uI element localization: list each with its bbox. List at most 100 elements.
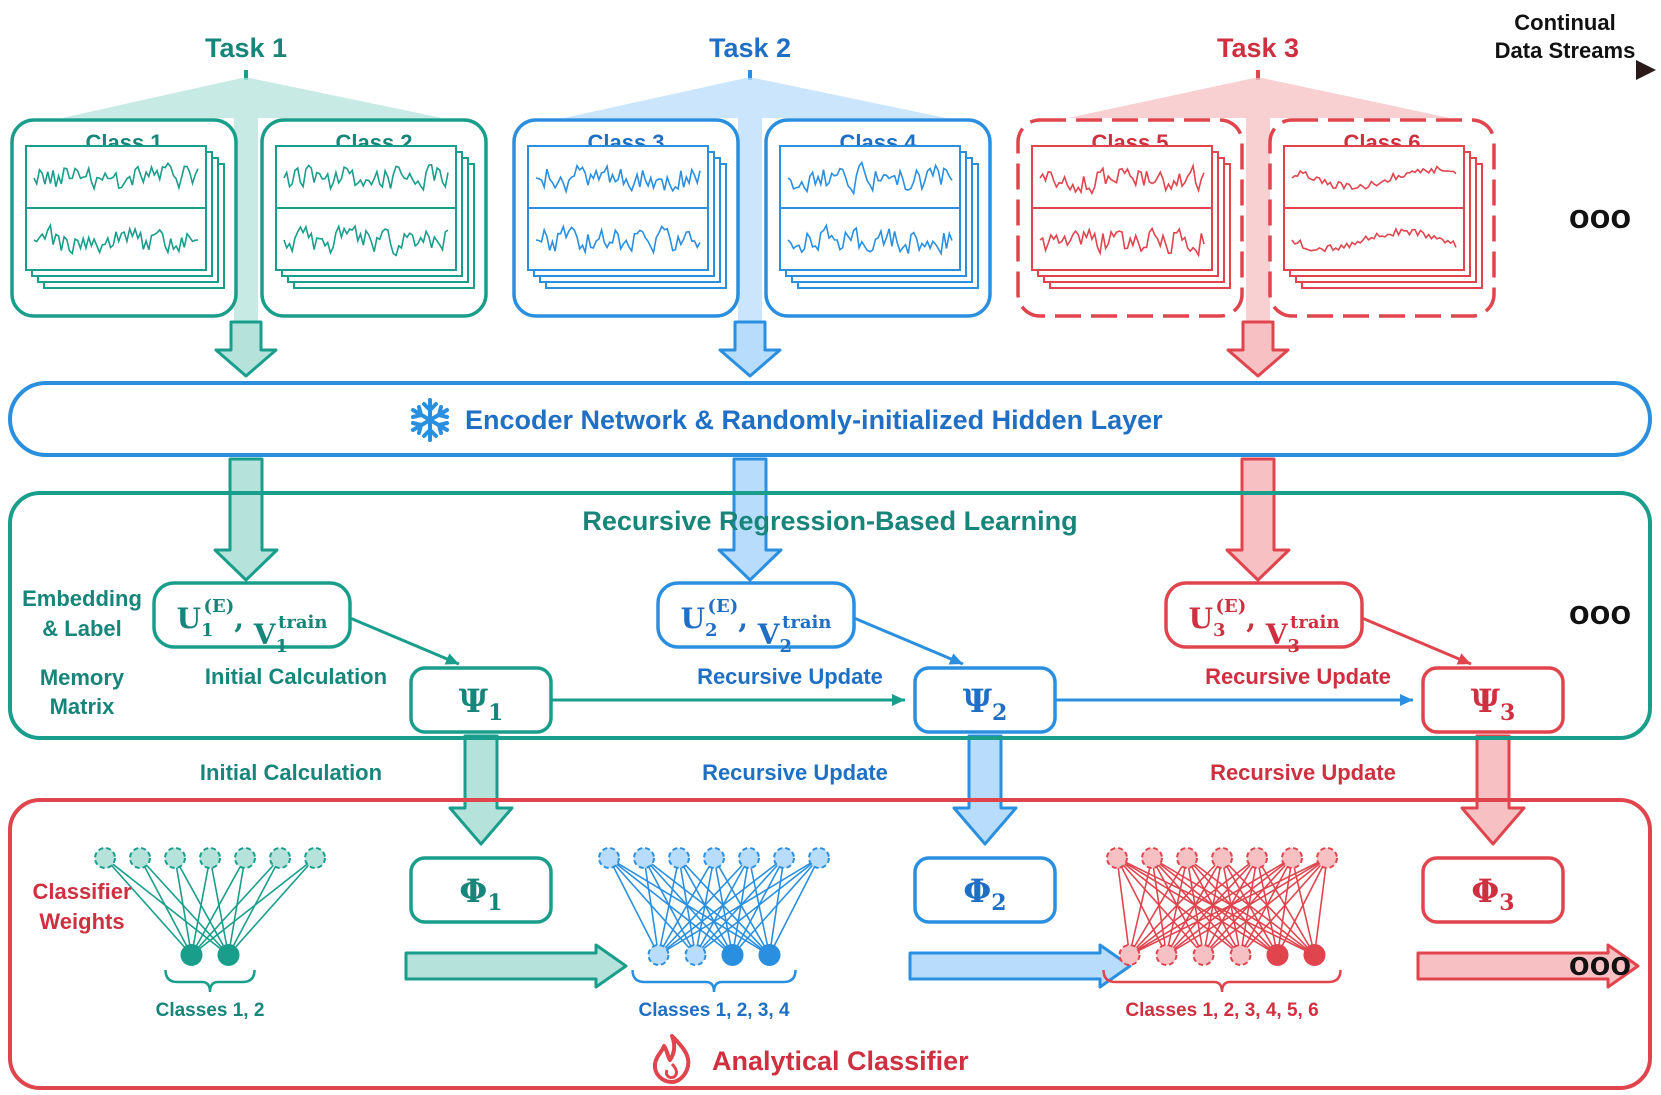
- task-2-phi-box: [913, 856, 1057, 924]
- task-1-net-edge: [190, 857, 281, 956]
- task-1-embedding-to-psi-arrow: [349, 616, 460, 666]
- task-2-encoder-to-embedding-arrow: [717, 457, 783, 582]
- task-2-embedding-u: U: [681, 602, 705, 635]
- task-1-class-1-signal-bottom: [33, 222, 199, 256]
- task-2-net-input-node: [598, 847, 620, 869]
- task-1-classes-brace: [164, 969, 256, 993]
- task-1-embedding-u_sub: 1: [201, 620, 214, 641]
- task-2-embedding-v_sub: 2: [780, 636, 793, 657]
- task-3-embedding-u: U: [1189, 602, 1213, 635]
- task-1-embedding-box: [152, 581, 352, 649]
- task-1-phi-symbol: Φ: [459, 872, 487, 910]
- task-1-trunk: [234, 118, 258, 324]
- analytical-classifier-panel: [8, 798, 1652, 1090]
- task-2-net-edge: [678, 857, 734, 956]
- task-1-class-2-signal-bottom: [283, 223, 449, 257]
- task-3-net-edge: [1221, 857, 1242, 956]
- task-3-class-1-signal-bottom: [1039, 226, 1205, 258]
- task-2-classifier-label: Recursive Update: [702, 760, 888, 785]
- task-1-net-edge: [139, 857, 193, 956]
- task-3-net-edge: [1116, 857, 1131, 956]
- task-3-net-edge: [1151, 857, 1278, 956]
- task-3-net-output-node: [1192, 944, 1215, 966]
- task-1-embedding-v_sub: 1: [276, 636, 289, 657]
- task-3-label: Task 3: [1217, 33, 1299, 63]
- task-1-phi: Φ1: [459, 872, 502, 916]
- task-2-net-edge: [768, 857, 820, 956]
- task-3-classifier-label: Recursive Update: [1210, 760, 1396, 785]
- task-2-net-edge: [657, 857, 715, 956]
- task-2-net-input-node: [773, 847, 795, 869]
- task-1-classes-caption: Classes 1, 2: [156, 1000, 265, 1021]
- task-2-embedding-v: V: [757, 618, 781, 651]
- encoder-label: Encoder Network & Randomly-initialized H…: [465, 405, 1163, 435]
- task-1-psi-symbol: Ψ: [459, 682, 489, 720]
- task-3-psi-to-phi-arrow: [1460, 734, 1526, 846]
- task-1-embedding-v: V: [253, 618, 277, 651]
- task-3-net-edge: [1256, 857, 1316, 956]
- task-2-net-input-node: [703, 847, 725, 869]
- side-label-embedding-2: & Label: [42, 616, 121, 641]
- task-3-net-edge: [1128, 857, 1223, 956]
- task-1-net-edge: [227, 857, 316, 956]
- task-2-net-output-node: [647, 944, 670, 966]
- task-2-psi: Ψ2: [963, 682, 1008, 726]
- task-3-embedding-v: V: [1265, 618, 1289, 651]
- task-3-net-edge: [1151, 857, 1205, 956]
- task-3-net-output-node: [1229, 944, 1252, 966]
- task-2-class-1-signal-top: [535, 163, 701, 195]
- task-3-net-edge: [1129, 857, 1258, 956]
- task-1-classifier-label: Initial Calculation: [200, 760, 382, 785]
- task-2-net-edge: [643, 857, 660, 956]
- task-3-classes-brace: [1102, 969, 1342, 993]
- task-3-memory-label: Recursive Update: [1205, 664, 1391, 689]
- task-3-net-input-node: [1141, 847, 1163, 869]
- task-3-embedding-to-psi-arrow: [1361, 616, 1472, 666]
- task-1-net-input-node: [129, 847, 151, 869]
- task-2-net-edge: [713, 857, 734, 956]
- task-2-embedding-formula: U2(E), V2train: [681, 596, 832, 657]
- task-1-net-input-node: [304, 847, 326, 869]
- task-3-embedding-u_sup: (E): [1216, 596, 1247, 617]
- task-1-phi-box: [409, 856, 553, 924]
- task-3-embedding-formula: U3(E), V3train: [1189, 596, 1340, 657]
- task-2-memory-label: Recursive Update: [697, 664, 883, 689]
- task-3-net-edge: [1151, 857, 1242, 956]
- task-3-net-edge: [1129, 857, 1328, 956]
- task-2-psi-symbol: Ψ: [963, 682, 993, 720]
- task-3-net-edge: [1166, 857, 1328, 956]
- task-2-net-edge: [657, 857, 750, 956]
- task-1-embedding-v_sup: train: [278, 612, 327, 633]
- task-3-net-edge: [1221, 857, 1279, 956]
- task-1-net-edge: [209, 857, 230, 956]
- task-2-net-edge: [678, 857, 697, 956]
- task-1-memory-label: Initial Calculation: [205, 664, 387, 689]
- side-label-memory-2: Matrix: [50, 694, 116, 719]
- stream-label-line2: Data Streams: [1495, 38, 1636, 63]
- task-2-net-edge: [643, 857, 697, 956]
- task-1-net-output-node: [217, 944, 240, 966]
- ellipsis-classes: ooo: [1569, 198, 1631, 236]
- task-3-net-edge: [1116, 857, 1205, 956]
- task-2-fan: [564, 78, 946, 118]
- task-3-net-edge: [1256, 857, 1279, 956]
- encoder-band: [8, 381, 1652, 457]
- task-3-net-input-node: [1316, 847, 1338, 869]
- task-1-net-edge: [190, 857, 211, 956]
- task-3-embedding-v_sub: 3: [1288, 636, 1301, 657]
- task-3-net-edge: [1128, 857, 1153, 956]
- task-3-phi-box: [1421, 856, 1565, 924]
- task-3-net-edge: [1313, 857, 1328, 956]
- task-3-net-input-node: [1176, 847, 1198, 869]
- task-1-classifier-progress-arrow: [404, 943, 628, 989]
- stream-label-line1: Continual: [1514, 10, 1615, 35]
- task-3-net-output-node: [1266, 944, 1289, 966]
- task-2-embedding-u_sup: (E): [708, 596, 739, 617]
- task-2-embedding-u_sub: 2: [705, 620, 718, 641]
- task-3-net-edge: [1128, 857, 1188, 956]
- task-3-net-edge: [1221, 857, 1316, 956]
- task-3-psi: Ψ3: [1471, 682, 1516, 726]
- task-1-class-1-signal-top: [33, 161, 199, 192]
- task-2-net-edge: [658, 857, 785, 956]
